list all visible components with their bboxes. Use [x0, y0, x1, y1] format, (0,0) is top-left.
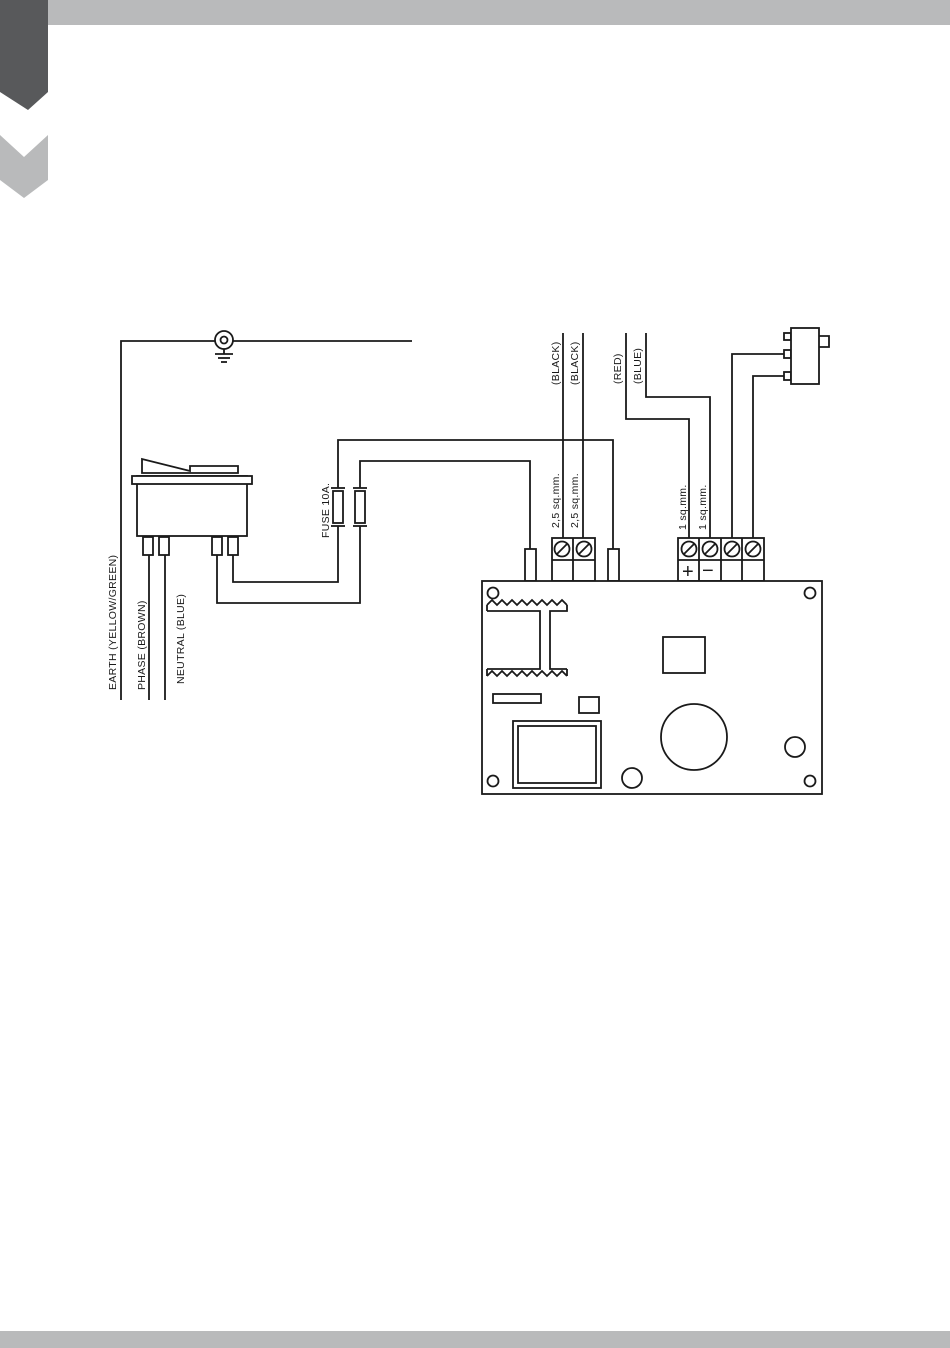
- earth-label: EARTH (YELLOW/GREEN): [107, 555, 119, 690]
- spade-connector: [608, 549, 619, 581]
- motor-wire-section-2: 2,5 sq.mm.: [569, 473, 581, 528]
- limit-switch-wire: [732, 354, 784, 538]
- plus-terminal-label: +: [682, 561, 694, 583]
- minus-terminal-label: −: [702, 560, 714, 582]
- ground-icon: [215, 331, 233, 362]
- motor-wire-section-1: 2,5 sq.mm.: [550, 473, 562, 528]
- fuse-icon: [353, 488, 367, 526]
- screw-terminal-icon: [682, 542, 697, 557]
- signal-wire-color-2: (BLUE): [632, 348, 644, 384]
- board-small-capacitor: [622, 768, 642, 788]
- board-capacitor-block: [513, 721, 601, 788]
- screw-terminal-icon: [725, 542, 740, 557]
- neutral-label: NEUTRAL (BLUE): [175, 594, 187, 684]
- spade-connector: [525, 549, 536, 581]
- microswitch-icon: [784, 328, 829, 384]
- limit-switch-wire: [753, 376, 784, 538]
- rocker-switch-icon: [132, 459, 252, 555]
- board-connector-strip: [493, 694, 541, 703]
- screw-terminal-icon: [555, 542, 570, 557]
- signal-wire-color-1: (RED): [612, 353, 624, 384]
- fuse-label: FUSE 10A.: [320, 483, 332, 538]
- phase-label: PHASE (BROWN): [136, 600, 148, 690]
- signal-wire-section-2: 1 sq.mm.: [697, 484, 709, 530]
- board-large-capacitor: [661, 704, 727, 770]
- screw-terminal-icon: [703, 542, 718, 557]
- fuse-icon: [331, 488, 345, 526]
- board-relay: [663, 637, 705, 673]
- board-small-capacitor: [785, 737, 805, 757]
- screw-terminal-icon: [577, 542, 592, 557]
- screw-terminal-icon: [746, 542, 761, 557]
- motor-wire-color-1: (BLACK): [550, 341, 562, 385]
- motor-wire-color-2: (BLACK): [569, 341, 581, 385]
- signal-wire-section-1: 1 sq.mm.: [677, 484, 689, 530]
- board-small-chip: [579, 697, 599, 713]
